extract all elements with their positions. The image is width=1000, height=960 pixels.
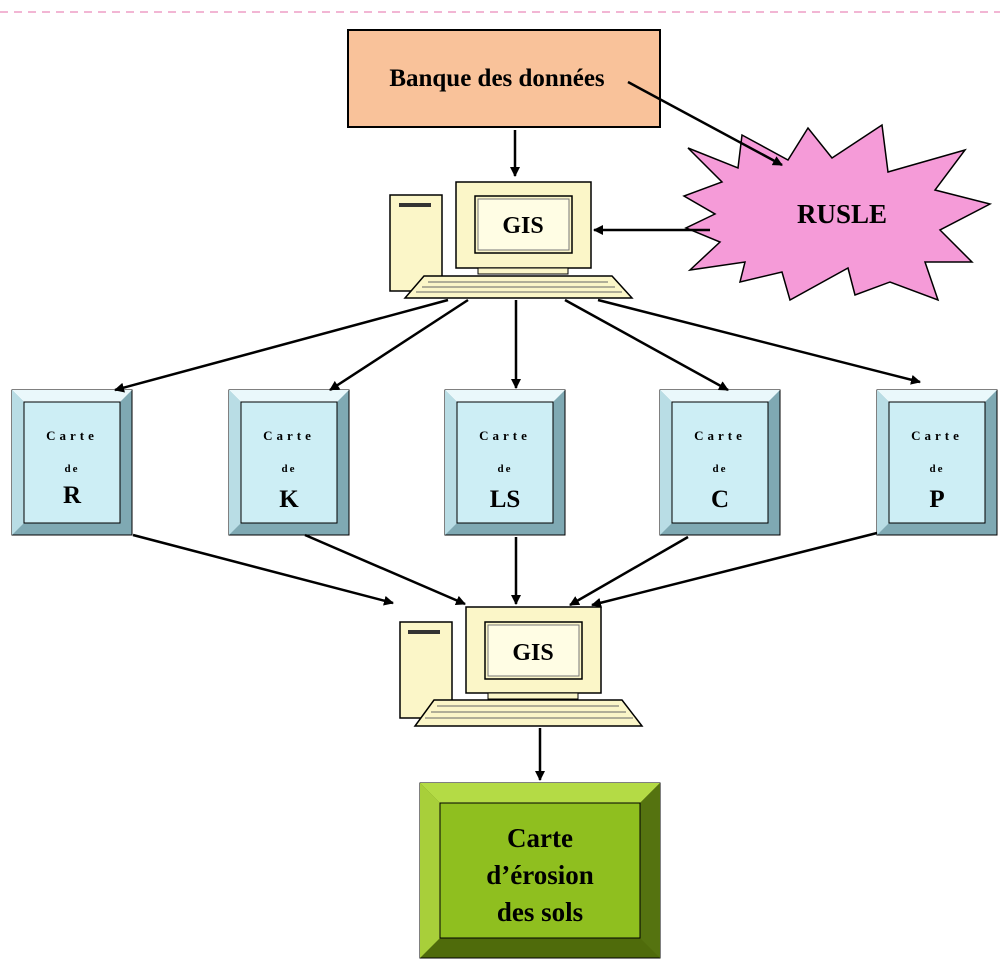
factor-r-symbol: R: [63, 482, 82, 509]
gis-computer-top: GIS: [389, 181, 634, 299]
source-box-label: Banque des données: [389, 65, 605, 92]
source-box: Banque des données: [347, 29, 661, 128]
factor-c-line2: de: [713, 463, 728, 475]
arrow-k-to-gis: [304, 533, 466, 606]
factor-k-line2: de: [282, 463, 297, 475]
factor-k-line1: Carte: [263, 428, 315, 443]
gis-computer-bottom: GIS: [399, 606, 644, 727]
rusle-burst: RUSLE: [682, 123, 993, 302]
factor-r-line2: de: [65, 463, 80, 475]
output-line2: d’érosion: [486, 860, 594, 890]
factor-r-line1: Carte: [46, 428, 98, 443]
factor-map-c: Carte de C: [659, 389, 781, 536]
arrow-source-to-rusle: [627, 80, 783, 167]
factor-c-line1: Carte: [694, 428, 746, 443]
factor-k-symbol: K: [279, 486, 299, 513]
factor-map-p: Carte de P: [876, 389, 998, 536]
arrow-gis-to-k: [329, 298, 469, 392]
gis-label-bottom: GIS: [512, 640, 553, 666]
factor-c-symbol: C: [711, 486, 729, 513]
factor-ls-line2: de: [498, 463, 513, 475]
arrow-r-to-gis: [132, 533, 394, 606]
arrow-gis-to-p: [597, 298, 921, 385]
arrow-p-to-gis: [591, 531, 878, 608]
factor-p-line2: de: [930, 463, 945, 475]
factor-map-k: Carte de K: [228, 389, 350, 536]
rusle-label: RUSLE: [797, 199, 887, 229]
gis-label-top: GIS: [502, 213, 543, 239]
output-erosion-map: Carte d’érosion des sols: [419, 782, 661, 959]
factor-ls-symbol: LS: [490, 486, 521, 513]
arrow-gis-to-r: [114, 298, 449, 393]
factor-map-ls: Carte de LS: [444, 389, 566, 536]
output-line3: des sols: [497, 897, 583, 927]
factor-p-symbol: P: [929, 486, 944, 513]
factor-map-r: Carte de R: [11, 389, 133, 536]
arrow-c-to-gis: [569, 535, 689, 607]
factor-p-line1: Carte: [911, 428, 963, 443]
arrow-gis-to-c: [564, 298, 729, 392]
output-line1: Carte: [507, 823, 573, 853]
computer-keyboard: [413, 699, 644, 727]
factor-ls-line1: Carte: [479, 428, 531, 443]
computer-tower: [389, 194, 443, 292]
